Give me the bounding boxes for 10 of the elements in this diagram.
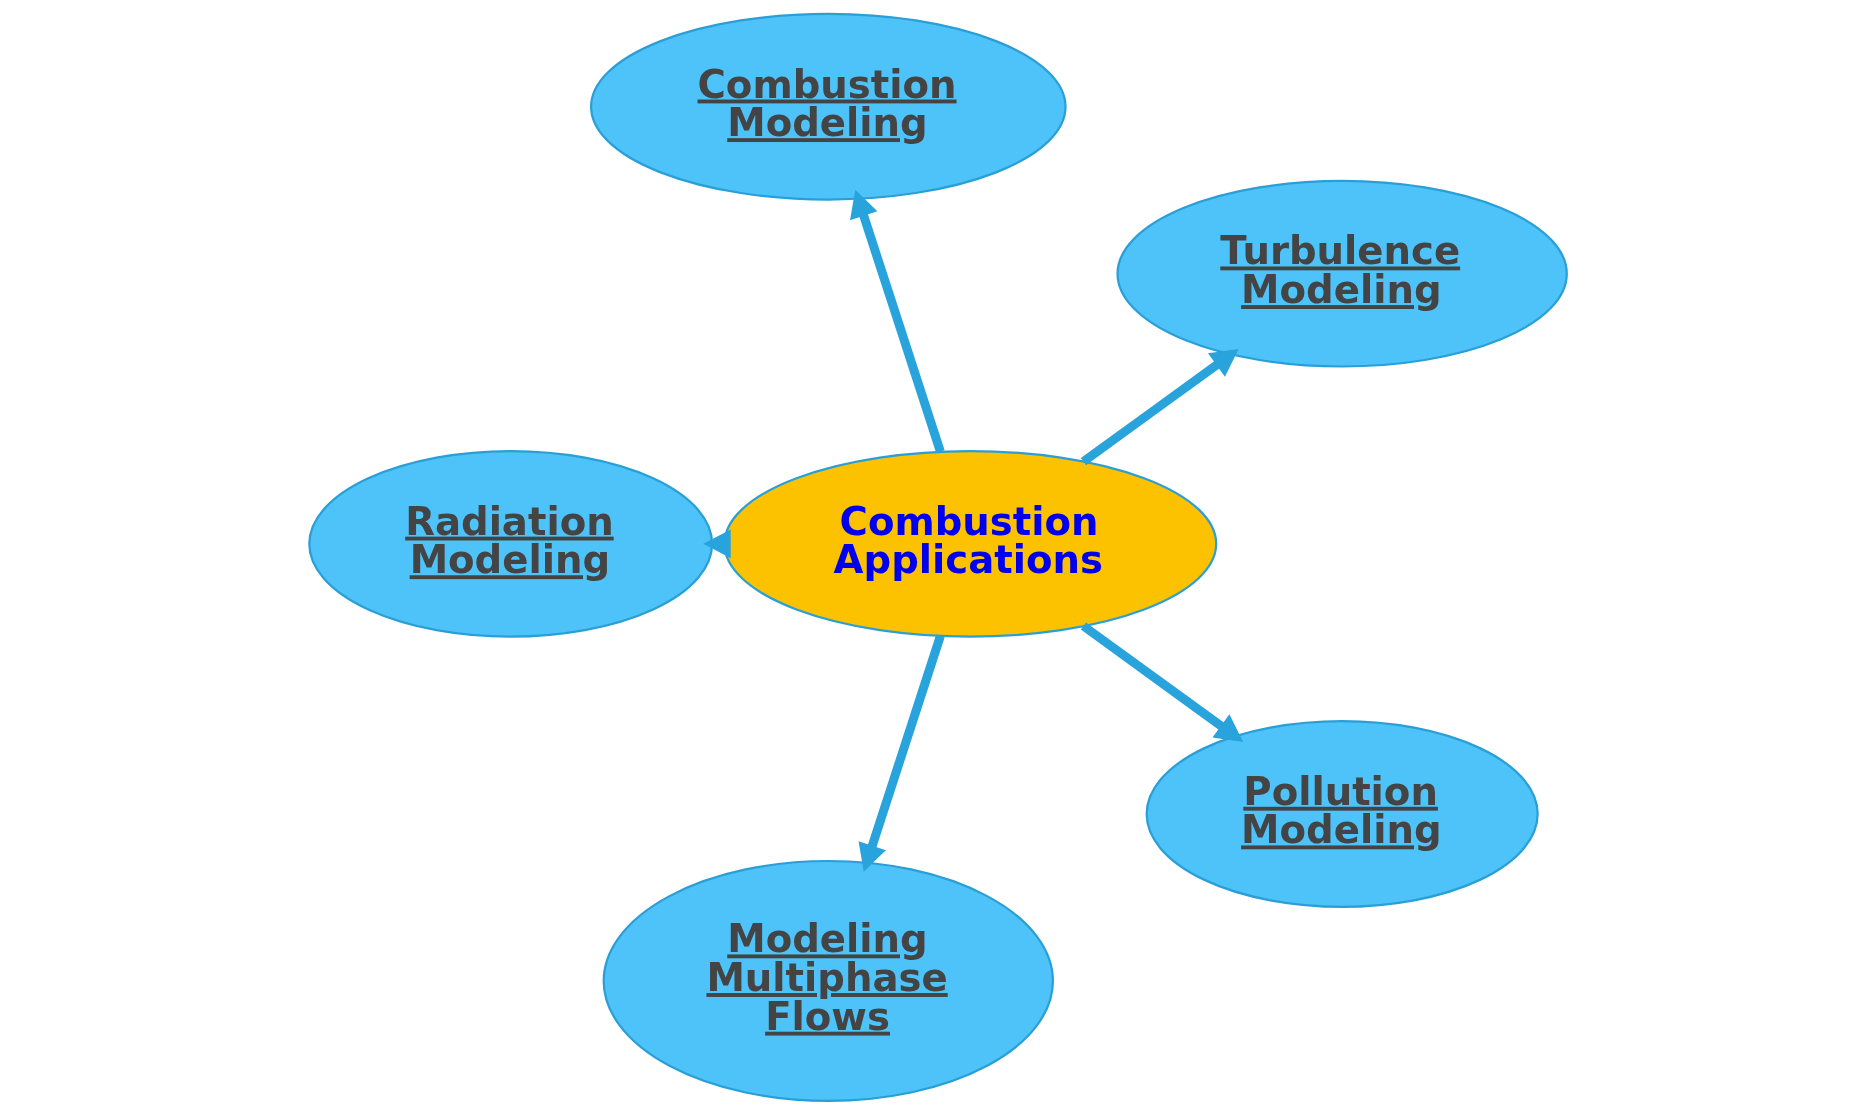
arrow	[1080, 348, 1239, 466]
node-ellipse: Pollution Modeling	[1145, 720, 1539, 908]
node-ellipse: Radiation Modeling	[307, 449, 713, 638]
arrow	[849, 189, 945, 454]
arrow	[858, 634, 945, 872]
node-ellipse: Combustion Modeling	[589, 12, 1067, 201]
node-ellipse: Turbulence Modeling	[1115, 179, 1568, 368]
arrow	[1080, 622, 1243, 743]
node-ellipse: Modeling Multiphase Flows	[602, 859, 1054, 1103]
arrow	[702, 529, 731, 559]
